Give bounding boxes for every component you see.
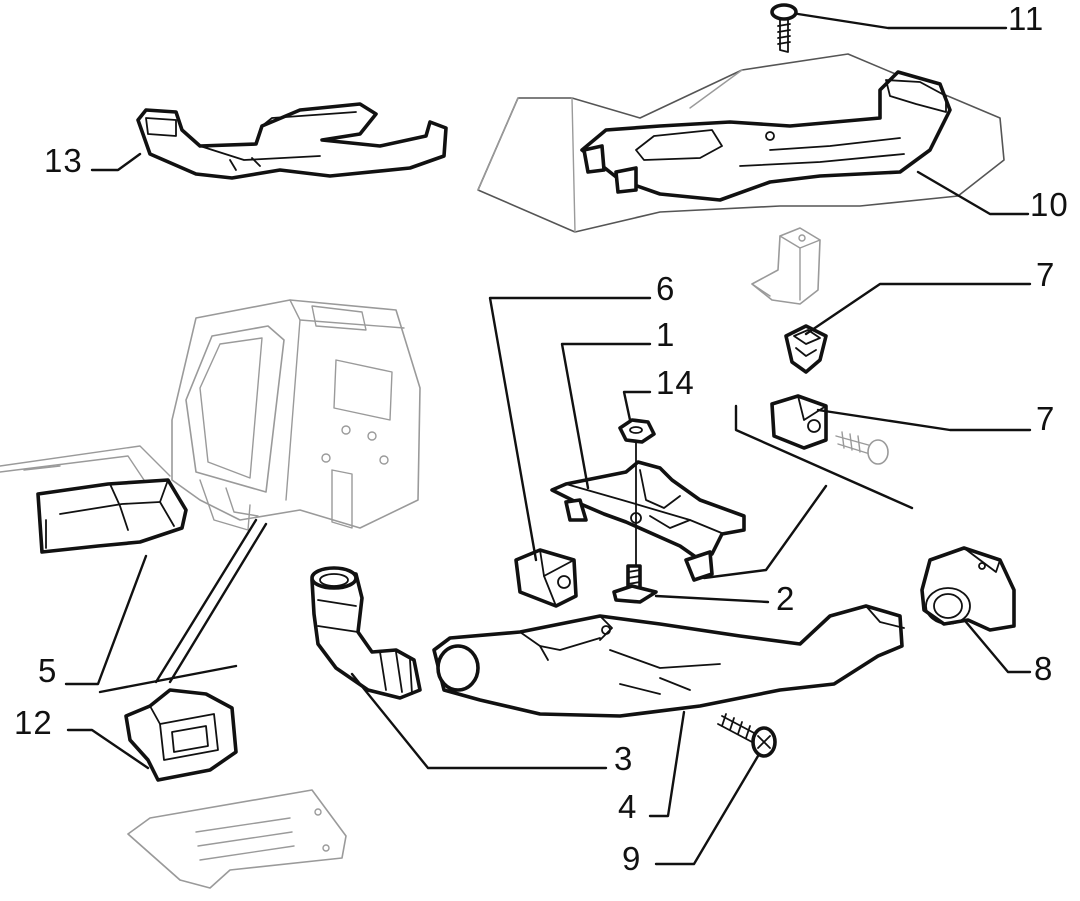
screw-part-11 [770, 3, 798, 53]
leader-6 [488, 296, 652, 562]
callout-1: 1 [656, 316, 676, 353]
clip-nut-part-7-lower [770, 394, 828, 450]
callout-2: 2 [776, 580, 796, 617]
callout-5: 5 [38, 652, 58, 689]
leader-14 [622, 390, 652, 422]
side-outlet-part-5 [36, 478, 188, 554]
heater-box-outline [171, 299, 421, 531]
bolt-part-2 [612, 564, 658, 604]
callout-10: 10 [1030, 186, 1069, 223]
leader-8 [964, 620, 1032, 674]
leader-9 [654, 754, 760, 866]
callout-3: 3 [614, 740, 634, 777]
clip-nut-part-6 [514, 548, 578, 608]
callout-11: 11 [1008, 0, 1045, 37]
mounting-bracket-outline [751, 227, 821, 305]
leader-10 [916, 170, 1030, 216]
lower-cover-panel-outline [127, 789, 347, 889]
leader-11 [796, 12, 1008, 30]
leader-5-link [98, 664, 238, 694]
screw-part-9 [717, 713, 777, 758]
callout-4: 4 [618, 788, 638, 825]
callout-6: 6 [656, 270, 676, 307]
leader-7b [816, 408, 1032, 432]
elbow-tube-part-3 [310, 566, 422, 700]
heater-bracket-part-1 [550, 460, 746, 582]
leader-heater-2 [168, 522, 268, 684]
leader-13 [90, 152, 142, 172]
leader-1-link [702, 484, 828, 580]
vent-bezel-part-12 [124, 688, 238, 782]
leader-4 [648, 710, 686, 818]
air-outlet-part-8 [920, 546, 1016, 632]
callout-13: 13 [44, 142, 83, 179]
leader-1 [560, 342, 652, 490]
leader-3 [350, 672, 608, 770]
callout-8: 8 [1034, 650, 1054, 687]
callout-7-lower: 7 [1036, 400, 1056, 437]
front-air-duct-part-10 [580, 70, 952, 202]
callout-7-upper: 7 [1036, 256, 1056, 293]
long-air-duct-part-4 [432, 604, 905, 718]
callout-12: 12 [14, 704, 53, 741]
nut-part-14 [618, 418, 656, 583]
leader-7a [804, 282, 1032, 336]
rear-air-duct-part-13 [136, 102, 448, 180]
leader-1-lower [734, 404, 914, 510]
clip-nut-part-7-upper [784, 324, 828, 374]
leader-heater [154, 518, 258, 684]
floor-panel-edge [0, 445, 171, 487]
screw-near-clip [835, 431, 889, 465]
callout-9: 9 [622, 840, 642, 877]
leader-5 [64, 554, 148, 686]
leader-12 [66, 728, 150, 770]
leader-2 [654, 594, 770, 604]
callout-14: 14 [656, 364, 695, 401]
leader-lines [64, 12, 1032, 866]
